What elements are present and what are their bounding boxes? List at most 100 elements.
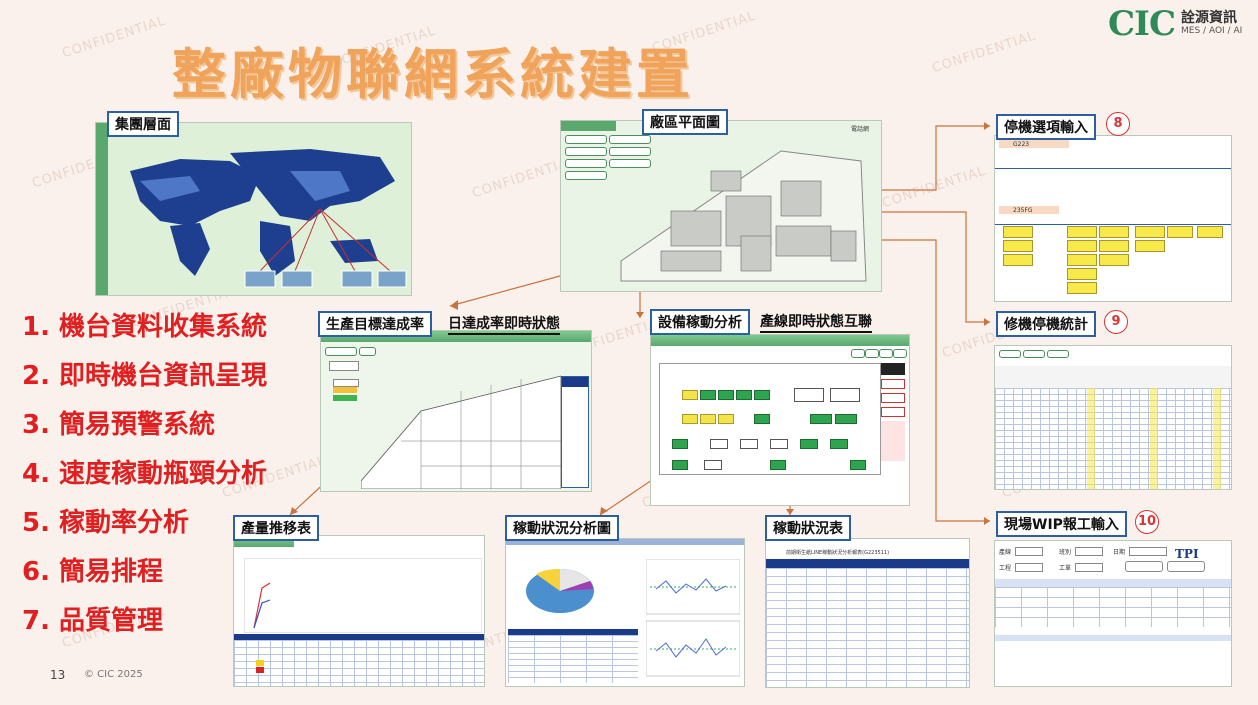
- downtime-option[interactable]: [1167, 226, 1193, 238]
- feature-item: 4. 速度稼動瓶頸分析: [22, 459, 268, 489]
- downtime-option[interactable]: [1067, 268, 1097, 280]
- repair-stats-screenshot: [994, 345, 1232, 490]
- status-legend: [333, 395, 357, 401]
- downtime-option[interactable]: [1003, 240, 1033, 252]
- copyright: © CIC 2025: [84, 669, 143, 680]
- clear-order-button[interactable]: [1167, 561, 1205, 572]
- nav-button[interactable]: [565, 159, 607, 168]
- feature-item: 3. 簡易預警系統: [22, 410, 216, 440]
- app-banner: [561, 121, 616, 131]
- downtime-option[interactable]: [1197, 226, 1223, 238]
- nav-button[interactable]: [609, 159, 651, 168]
- downtime-option[interactable]: [1003, 226, 1033, 238]
- range-button[interactable]: [879, 349, 893, 358]
- downtime-option[interactable]: [1067, 282, 1097, 294]
- nav-button[interactable]: [999, 350, 1021, 358]
- wip-field-label: 工單: [1059, 565, 1072, 572]
- label-equipment-analysis: 設備稼動分析: [650, 309, 750, 335]
- wip-field-label: 產線: [999, 549, 1012, 556]
- status-table-grid: [766, 568, 969, 687]
- wip-table-grid: [995, 587, 1231, 627]
- output-trend-chart: [244, 558, 482, 633]
- label-production-target: 生產目標達成率: [318, 311, 432, 337]
- downtime-option[interactable]: [1003, 254, 1033, 266]
- feature-item: 6. 簡易排程: [22, 557, 164, 587]
- status-table-screenshot: 前期衛生紙LINE稼動狀況分析報表(G223511): [765, 538, 970, 688]
- shift-select[interactable]: [1075, 547, 1103, 556]
- category-header: [995, 216, 1231, 225]
- label-wip-input: 現場WIP報工輸入: [996, 511, 1127, 537]
- downtime-option[interactable]: [1067, 226, 1097, 238]
- label-group-level: 集團層面: [107, 111, 179, 137]
- feature-list: 1. 機台資料收集系統 2. 即時機台資訊呈現 3. 簡易預警系統 4. 速度稼…: [22, 303, 267, 646]
- logo-mark: CIC: [1108, 4, 1176, 44]
- machine-id: 235FG: [1013, 207, 1033, 214]
- nav-button[interactable]: [565, 135, 607, 144]
- range-button[interactable]: [865, 349, 879, 358]
- process-select[interactable]: [1015, 563, 1043, 572]
- note-daily-rate: 日達成率即時狀態: [448, 313, 560, 335]
- nav-button[interactable]: [1047, 350, 1069, 358]
- nav-button[interactable]: [609, 135, 651, 144]
- output-trend-screenshot: [233, 535, 485, 687]
- company-logo: CIC 詮源資訊 MES / AOI / AI: [1108, 4, 1242, 44]
- table-header: [766, 559, 969, 568]
- feature-item: 1. 機台資料收集系統: [22, 312, 268, 342]
- equipment-analysis-screenshot: [650, 334, 910, 506]
- range-button[interactable]: [851, 349, 865, 358]
- downtime-option[interactable]: [1067, 254, 1097, 266]
- wip-input-screenshot: TPI 產線 班別 日期 工程 工單: [994, 540, 1232, 687]
- plant-floorplan: [620, 150, 867, 282]
- nav-button[interactable]: [325, 347, 357, 356]
- nav-button[interactable]: [359, 347, 376, 356]
- status-legend: [333, 379, 359, 387]
- downtime-option[interactable]: [1099, 254, 1129, 266]
- selector-box[interactable]: [329, 361, 359, 371]
- downtime-option[interactable]: [1067, 240, 1097, 252]
- downtime-option[interactable]: [1135, 226, 1165, 238]
- label-status-table: 稼動狀況表: [765, 515, 851, 541]
- machine-field[interactable]: [999, 140, 1069, 148]
- downtime-option[interactable]: [1099, 240, 1129, 252]
- downtime-column-header: [995, 160, 1231, 169]
- range-button[interactable]: [893, 349, 907, 358]
- machine-field[interactable]: [999, 206, 1059, 214]
- wip-field-label: 班別: [1059, 549, 1072, 556]
- feature-item: 5. 稼動率分析: [22, 508, 190, 538]
- label-downtime-input: 停機選項輸入: [996, 114, 1096, 140]
- order-select[interactable]: [1075, 563, 1103, 572]
- line-flow-diagram: [659, 363, 881, 475]
- pie-chart: [526, 568, 594, 613]
- feature-item: 2. 即時機台資訊呈現: [22, 361, 268, 391]
- page-number: 13: [50, 668, 66, 682]
- badge-wip-input: 10: [1135, 510, 1159, 534]
- downtime-option[interactable]: [1135, 240, 1165, 252]
- app-banner: [321, 331, 591, 342]
- input-order-button[interactable]: [1125, 561, 1163, 572]
- app-banner: [651, 335, 909, 346]
- status-chart-screenshot: [505, 538, 745, 687]
- nav-button[interactable]: [565, 147, 607, 156]
- date-field[interactable]: [1129, 547, 1167, 556]
- output-table-grid: [234, 640, 484, 686]
- machine-id: G223: [1013, 141, 1030, 148]
- downtime-option[interactable]: [1099, 226, 1129, 238]
- note-line-interconnect: 產線即時狀態互聯: [760, 311, 872, 333]
- status-panel: [881, 363, 905, 473]
- status-table-grid: [508, 635, 638, 683]
- line-select[interactable]: [1015, 547, 1043, 556]
- nav-button[interactable]: [609, 147, 651, 156]
- plant-layout-screenshot: 電話網: [560, 120, 882, 292]
- nav-button[interactable]: [565, 171, 607, 180]
- table-header: [234, 634, 484, 640]
- page-title: 整廠物聯網系統建置: [172, 43, 694, 106]
- control-charts: [646, 559, 740, 677]
- stats-grid: [995, 388, 1231, 489]
- wip-field-label: 工程: [999, 565, 1012, 572]
- report-title: 前期衛生紙LINE稼動狀況分析報表(G223511): [786, 550, 890, 556]
- group-map-screenshot: [95, 122, 412, 296]
- wip-table-header: [995, 579, 1231, 587]
- nav-button[interactable]: [1023, 350, 1045, 358]
- app-banner: [234, 536, 294, 547]
